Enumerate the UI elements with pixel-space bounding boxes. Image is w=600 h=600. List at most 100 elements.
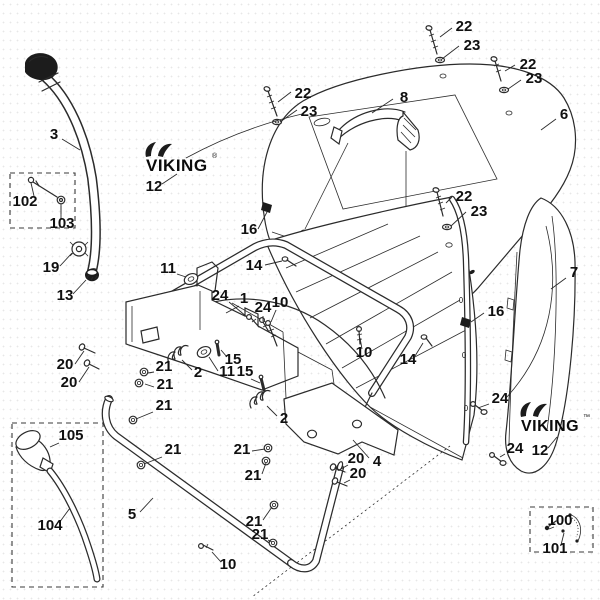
callout-label-6: 6 <box>560 106 568 123</box>
leader-line-11 <box>176 273 187 278</box>
callout-label-14: 14 <box>246 257 263 274</box>
screw-icon-22 <box>490 56 502 82</box>
viking-wordmark: VIKING <box>521 418 579 435</box>
callout-label-21: 21 <box>245 467 262 484</box>
callout-label-21: 21 <box>252 526 269 543</box>
leader-line-6 <box>540 118 557 131</box>
spring-icon-2 <box>249 389 271 409</box>
detail-box-100-101 <box>529 506 594 553</box>
viking-horn-left-icon <box>520 402 531 417</box>
callout-label-22: 22 <box>520 56 537 73</box>
callout-label-22: 22 <box>456 188 473 205</box>
leader-line-105 <box>49 442 60 448</box>
screw-icon-10 <box>356 326 363 345</box>
leader-line-24 <box>499 453 506 458</box>
leader-line-20 <box>74 350 85 365</box>
viking-horn-left-icon <box>145 142 156 157</box>
clip-icon-16-right <box>460 317 471 328</box>
callout-label-20: 20 <box>57 356 74 373</box>
bolt-icon-20 <box>329 463 346 473</box>
callout-label-23: 23 <box>471 203 488 220</box>
leader-line-15 <box>250 378 261 384</box>
nut-icon-21 <box>139 367 149 377</box>
screw-icon-10 <box>265 320 278 347</box>
callout-label-15: 15 <box>237 363 254 380</box>
nut-icon-21 <box>269 500 279 510</box>
leader-line-21 <box>261 462 267 475</box>
leader-line-21 <box>135 411 154 420</box>
leader-line-4 <box>352 439 370 459</box>
callout-label-105: 105 <box>58 427 83 444</box>
callout-label-10: 10 <box>356 344 373 361</box>
callout-label-10: 10 <box>220 556 237 573</box>
callout-label-19: 19 <box>43 259 60 276</box>
leader-line-22 <box>277 91 292 103</box>
callout-label-12: 12 <box>146 178 163 195</box>
callout-label-22: 22 <box>295 85 312 102</box>
viking-wordmark: VIKING <box>146 156 208 175</box>
leader-line-3 <box>61 138 81 151</box>
leader-line-13 <box>72 279 87 295</box>
viking-horn-right-icon <box>158 143 172 157</box>
callout-label-4: 4 <box>373 453 382 470</box>
callout-label-2: 2 <box>194 364 202 381</box>
leader-line-21 <box>147 371 155 374</box>
callout-label-23: 23 <box>526 70 543 87</box>
leader-line-23 <box>441 45 460 60</box>
leader-line-23 <box>279 109 298 123</box>
callout-label-16: 16 <box>488 303 505 320</box>
clip-icon-19 <box>69 241 89 257</box>
callout-label-102: 102 <box>12 193 37 210</box>
handle-part-3 <box>25 53 101 276</box>
callout-label-21: 21 <box>234 441 251 458</box>
leader-line-21 <box>267 539 273 543</box>
nut-icon-21 <box>136 460 146 470</box>
callout-label-21: 21 <box>157 376 174 393</box>
callout-label-14: 14 <box>400 351 417 368</box>
callout-label-104: 104 <box>37 517 63 534</box>
clip-icon-16-left <box>261 202 272 213</box>
callout-label-100: 100 <box>547 512 572 529</box>
callout-label-101: 101 <box>542 540 567 557</box>
leader-line-12 <box>161 173 178 185</box>
detail-box-102-103 <box>9 172 76 229</box>
callout-label-20: 20 <box>348 450 365 467</box>
leader-line-101 <box>560 532 565 546</box>
leader-line-22 <box>439 27 453 38</box>
screw-icon-24 <box>489 452 507 467</box>
bolt-icon-14 <box>281 256 297 267</box>
lower-frame-part-5 <box>101 395 344 573</box>
callout-label-13: 13 <box>57 287 74 304</box>
viking-logo-bottom: VIKING ™ <box>520 402 590 435</box>
leader-line-19 <box>59 252 73 267</box>
clamp-icon-11 <box>183 272 199 286</box>
leader-line-20 <box>343 479 351 484</box>
nut-icon-21 <box>263 443 273 453</box>
wire-clip-icon-101 <box>561 513 581 543</box>
hood-handle-part-8 <box>300 108 420 263</box>
leader-line-7 <box>550 277 567 290</box>
leader-line-10 <box>211 551 222 563</box>
callout-label-24: 24 <box>255 299 272 316</box>
side-panel-part-7 <box>504 197 576 474</box>
leader-line-104 <box>58 507 71 524</box>
callout-label-8: 8 <box>400 89 408 106</box>
callout-label-10: 10 <box>272 294 289 311</box>
leader-line-10 <box>359 337 363 350</box>
viking-logo-top: VIKING ® <box>145 142 218 175</box>
handle-grip-cap <box>25 53 58 81</box>
nut-icon-21 <box>261 456 271 466</box>
leader-line-10 <box>270 309 277 323</box>
screw-icon-100 <box>544 520 557 531</box>
bracket-part-4 <box>251 382 451 598</box>
leader-line-16 <box>470 312 485 323</box>
viking-reg-mark: ® <box>212 152 218 160</box>
leader-line-24 <box>228 301 248 318</box>
callout-labels: 2223822232223631021031219131622237141124… <box>12 18 578 573</box>
screw-icon-10 <box>198 542 214 551</box>
sweep-line <box>185 113 303 159</box>
screw-icon-22 <box>263 86 278 117</box>
screw-icon-22 <box>425 25 439 55</box>
